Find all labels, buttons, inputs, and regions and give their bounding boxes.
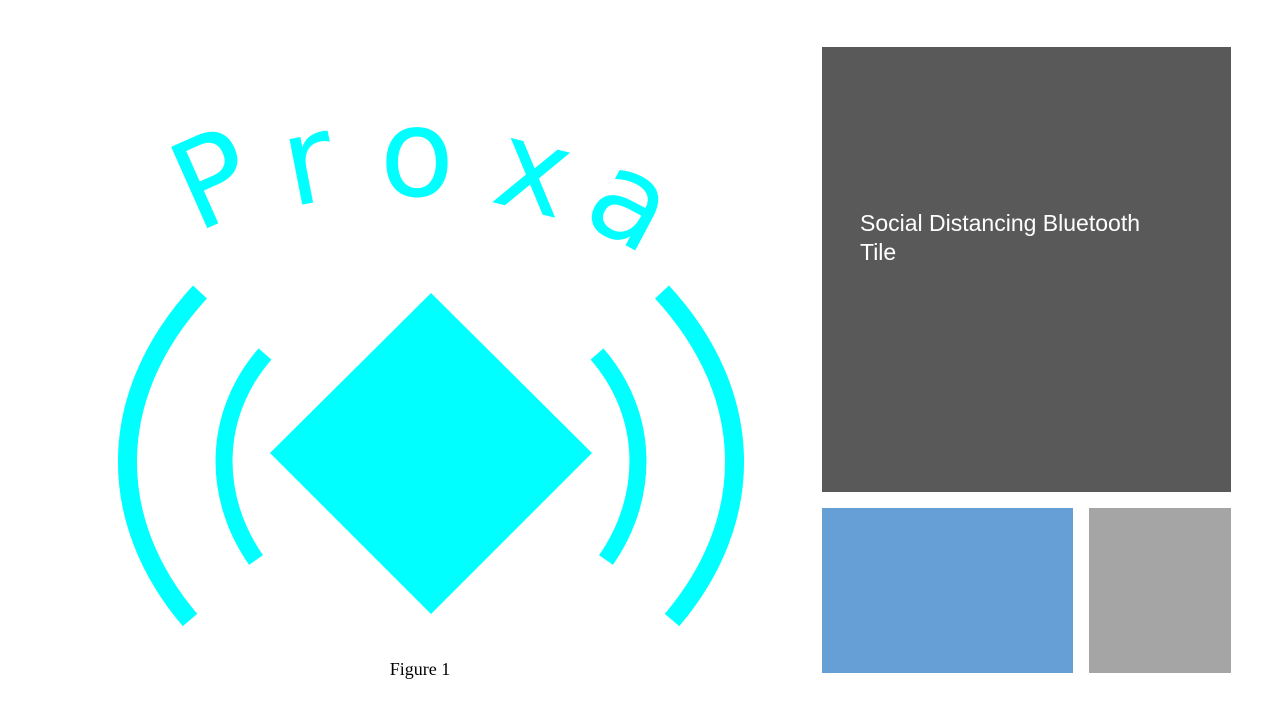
left-outer-wave — [118, 285, 207, 627]
left-inner-wave — [215, 348, 272, 565]
figure-caption: Figure 1 — [389, 659, 451, 679]
right-inner-wave — [590, 348, 647, 565]
logo-letter-p: P — [150, 100, 275, 260]
gray-accent-panel — [1089, 508, 1231, 673]
logo-letter-o: o — [380, 83, 455, 225]
logo-letter-x: x — [482, 92, 586, 247]
right-outer-wave — [655, 285, 744, 627]
proxa-logo: P r o x a — [118, 83, 744, 627]
slide-title: Social Distancing Bluetooth Tile — [860, 210, 1140, 265]
title-panel: Social Distancing Bluetooth Tile — [822, 47, 1231, 492]
tile-diamond — [270, 293, 592, 614]
blue-accent-panel — [822, 508, 1073, 673]
proxa-logo-graphic: P r o x a — [118, 83, 744, 627]
logo-letter-a: a — [565, 121, 698, 281]
logo-letter-r: r — [270, 86, 347, 235]
